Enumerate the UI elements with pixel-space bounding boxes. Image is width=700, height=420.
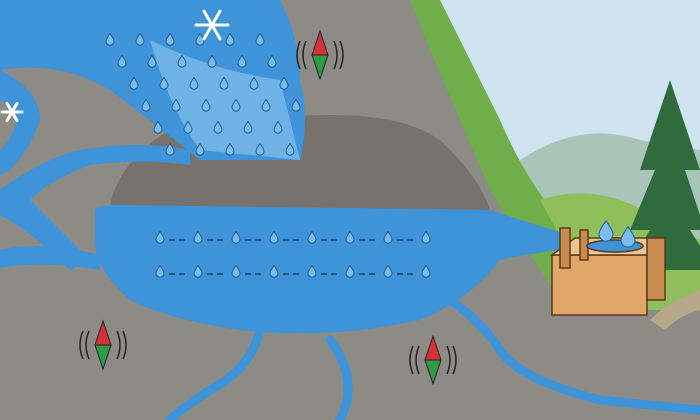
water-drop-icon — [135, 32, 145, 46]
water-drop-icon — [189, 76, 199, 90]
snowflake-icon — [0, 101, 24, 123]
water-drop-icon — [255, 142, 265, 156]
water-drop-icon — [153, 120, 163, 134]
water-drop-icon — [261, 98, 271, 112]
water-drop-icon — [267, 54, 277, 68]
water-drop-icon — [598, 219, 614, 242]
water-drop-icon — [237, 54, 247, 68]
compass-icon — [296, 29, 344, 81]
water-drop-icon — [213, 120, 223, 134]
outflow-streams — [165, 295, 700, 420]
water-drop-icon — [285, 142, 295, 156]
water-drop-icon — [193, 264, 203, 278]
water-drop-icon — [193, 230, 203, 244]
water-drop-icon — [117, 54, 127, 68]
water-drop-icon — [620, 225, 636, 248]
water-drop-icon — [307, 264, 317, 278]
water-drop-icon — [155, 264, 165, 278]
water-drop-icon — [183, 120, 193, 134]
rain-drops — [105, 32, 301, 156]
wooden-trough-icon — [549, 227, 667, 316]
water-drop-icon — [165, 32, 175, 46]
compass-icon — [409, 334, 457, 386]
water-drop-icon — [165, 142, 175, 156]
water-drop-icon — [255, 32, 265, 46]
water-drop-icon — [421, 230, 431, 244]
water-drop-icon — [219, 76, 229, 90]
water-drop-icon — [171, 98, 181, 112]
water-drop-icon — [129, 76, 139, 90]
water-drop-icon — [383, 230, 393, 244]
water-drop-icon — [273, 120, 283, 134]
water-drop-icon — [269, 230, 279, 244]
water-drop-icon — [141, 98, 151, 112]
water-drop-icon — [155, 230, 165, 244]
water-drop-icon — [269, 264, 279, 278]
water-drop-icon — [291, 98, 301, 112]
water-drop-icon — [231, 264, 241, 278]
water-drop-icon — [307, 230, 317, 244]
water-drop-icon — [195, 142, 205, 156]
water-drop-icon — [243, 120, 253, 134]
water-drop-icon — [231, 230, 241, 244]
water-drop-icon — [147, 54, 157, 68]
water-drop-icon — [207, 54, 217, 68]
water-drop-icon — [345, 230, 355, 244]
fir-tree — [625, 80, 700, 270]
water-drop-icon — [105, 32, 115, 46]
water-drop-icon — [225, 32, 235, 46]
water-drop-icon — [345, 264, 355, 278]
compass-icon — [79, 319, 127, 371]
water-drop-icon — [279, 76, 289, 90]
lake-drop-grid — [155, 219, 636, 278]
water-drop-icon — [177, 54, 187, 68]
water-drop-icon — [225, 142, 235, 156]
water-drop-icon — [159, 76, 169, 90]
underground-lake — [95, 205, 560, 334]
water-drop-icon — [383, 264, 393, 278]
water-drop-icon — [231, 98, 241, 112]
water-drop-icon — [249, 76, 259, 90]
snowflake-icon — [194, 9, 230, 41]
water-drop-icon — [421, 264, 431, 278]
water-drop-icon — [201, 98, 211, 112]
